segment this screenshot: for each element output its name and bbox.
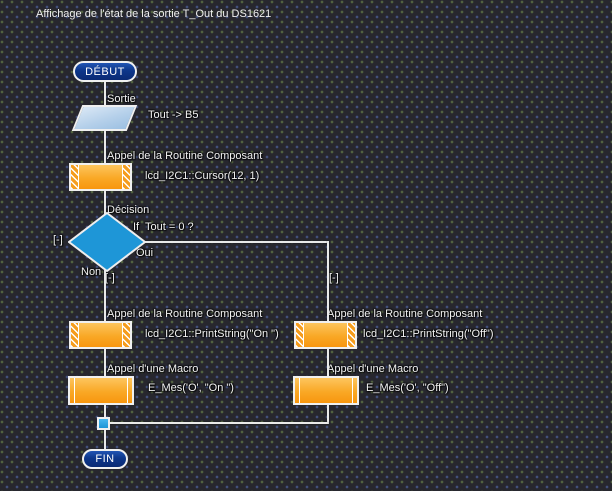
- macro-on-type-label: Appel d'une Macro: [107, 363, 199, 375]
- decision-diamond-icon: [67, 211, 147, 273]
- connector-yes-horizontal: [144, 241, 328, 243]
- print-on-code: lcd_I2C1::PrintString("On "): [145, 328, 279, 340]
- connector-return-horizontal: [108, 422, 328, 424]
- cursor-call-code: lcd_I2C1::Cursor(12, 1): [145, 170, 260, 182]
- branch-yes-collapse-toggle[interactable]: [-]: [329, 272, 339, 284]
- decision-yes-label: Oui: [136, 247, 154, 259]
- decision-collapse-left-toggle[interactable]: [-]: [53, 234, 63, 246]
- output-node[interactable]: [71, 105, 138, 131]
- decision-type-label: Décision: [107, 204, 150, 216]
- end-label: FIN: [95, 453, 115, 465]
- output-expression: Tout -> B5: [148, 109, 199, 121]
- print-off-code: lcd_I2C1::PrintString("Off"): [363, 328, 494, 340]
- print-off-node[interactable]: [294, 321, 357, 349]
- cursor-call-type-label: Appel de la Routine Composant: [107, 150, 263, 162]
- hatch-left-decoration: [296, 323, 304, 347]
- junction-node[interactable]: [97, 417, 110, 430]
- flowchart-title: Affichage de l'état de la sortie T_Out d…: [36, 8, 272, 20]
- output-type-label: Sortie: [107, 93, 136, 105]
- decision-no-label: Non: [81, 266, 102, 278]
- branch-no-collapse-toggle[interactable]: [-]: [105, 272, 115, 284]
- print-on-node[interactable]: [69, 321, 132, 349]
- decision-node[interactable]: [67, 211, 147, 273]
- hatch-right-decoration: [122, 323, 130, 347]
- end-node[interactable]: FIN: [82, 449, 128, 469]
- start-node[interactable]: DÉBUT: [73, 61, 137, 82]
- macro-off-node[interactable]: [293, 376, 359, 405]
- hatch-right-decoration: [347, 323, 355, 347]
- macro-off-type-label: Appel d'une Macro: [327, 363, 419, 375]
- cursor-call-node[interactable]: [69, 163, 132, 191]
- macro-on-node[interactable]: [68, 376, 134, 405]
- macro-line-left-decoration: [74, 378, 75, 403]
- macro-line-left-decoration: [299, 378, 300, 403]
- hatch-left-decoration: [71, 165, 79, 189]
- start-label: DÉBUT: [85, 65, 125, 78]
- macro-line-right-decoration: [352, 378, 353, 403]
- macro-on-code: E_Mes('O', "On "): [148, 382, 234, 394]
- hatch-right-decoration: [122, 165, 130, 189]
- hatch-left-decoration: [71, 323, 79, 347]
- decision-condition: If Tout = 0 ?: [133, 221, 194, 233]
- print-off-type-label: Appel de la Routine Composant: [327, 308, 483, 320]
- macro-line-right-decoration: [127, 378, 128, 403]
- macro-off-code: E_Mes('O', "Off"): [366, 382, 449, 394]
- print-on-type-label: Appel de la Routine Composant: [107, 308, 263, 320]
